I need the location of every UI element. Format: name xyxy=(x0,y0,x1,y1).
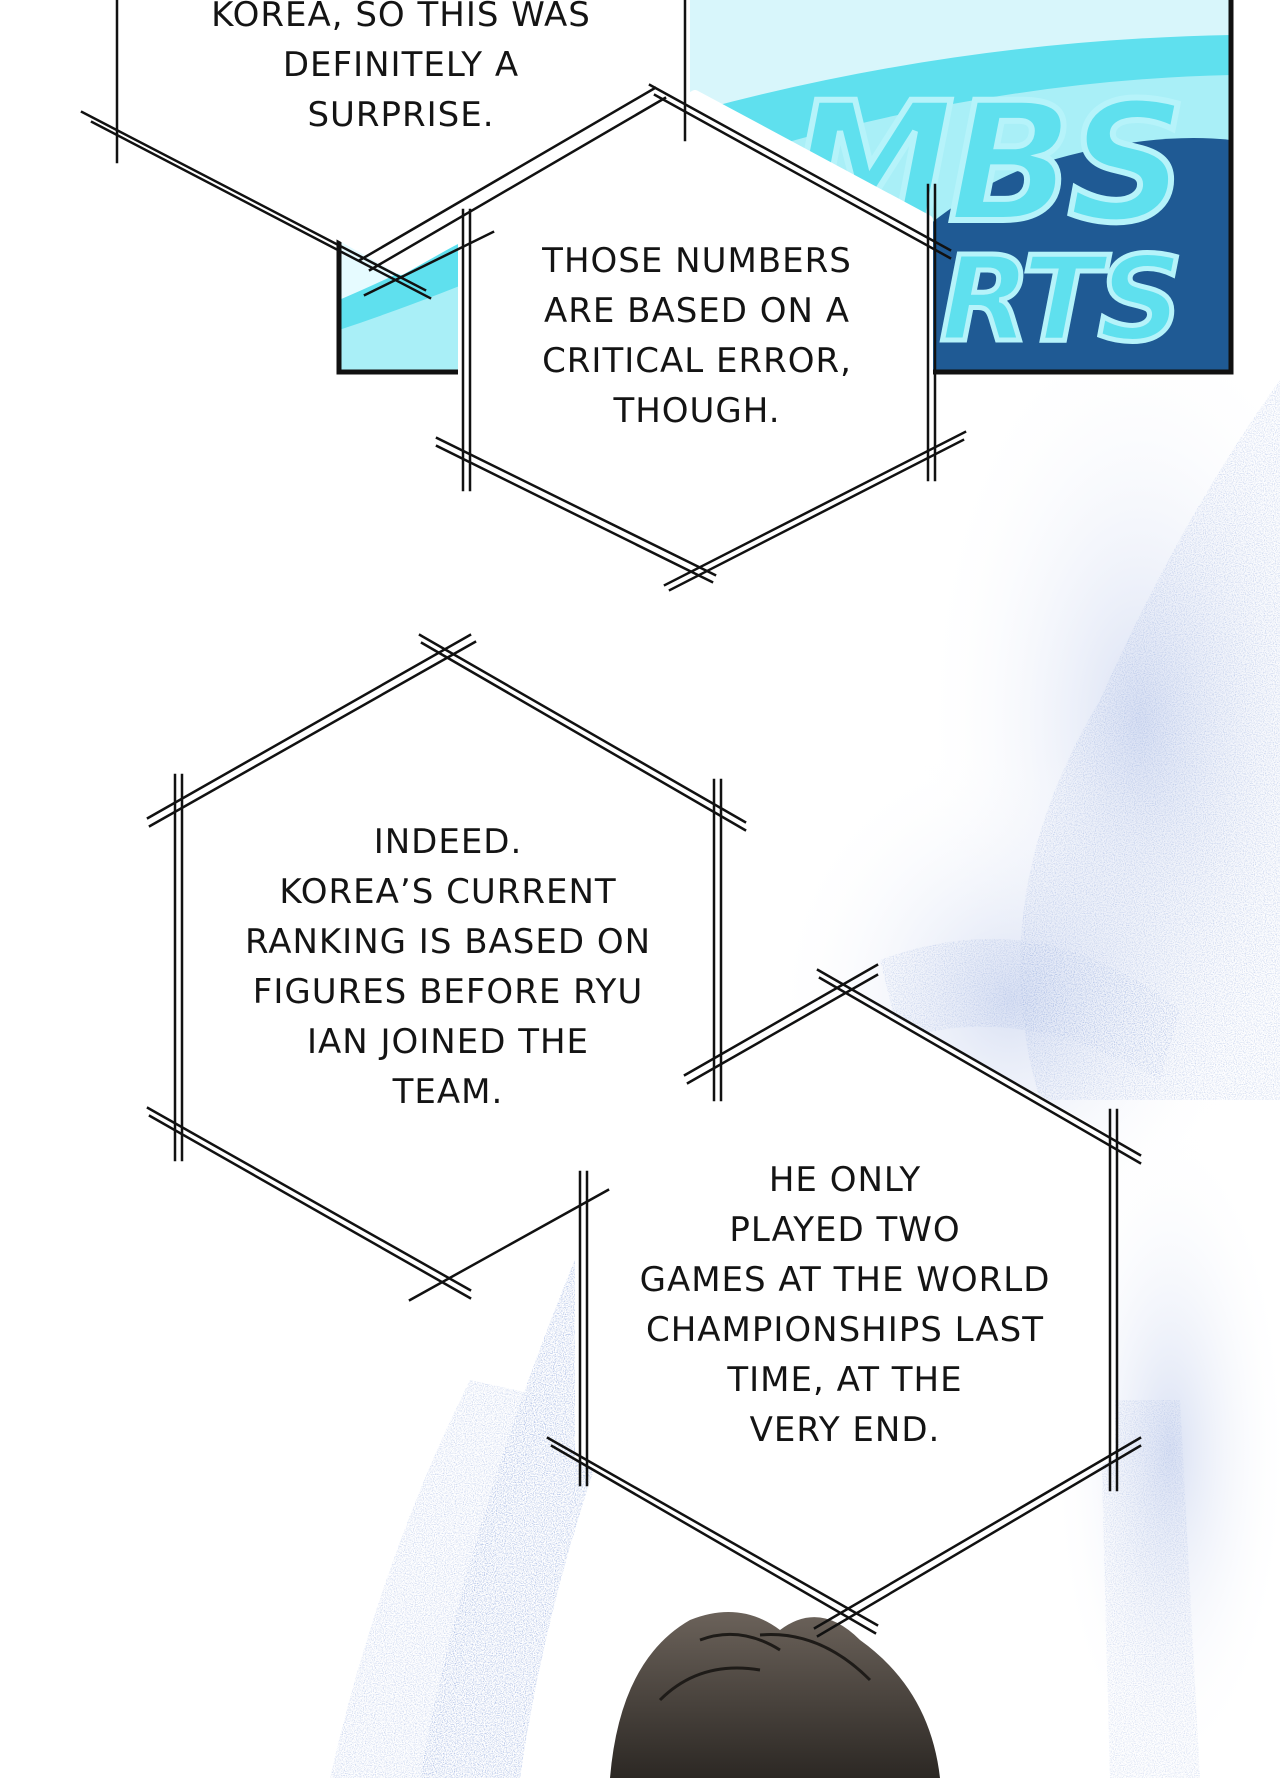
bubble-text-4: HE ONLY PLAYED TWO GAMES AT THE WORLD CH… xyxy=(639,1160,1051,1450)
bubble-frame-4 xyxy=(546,963,1142,1638)
logo-line2: RTS xyxy=(940,230,1179,368)
bubble-text-3: INDEED. KOREA’S CURRENT RANKING IS BASED… xyxy=(244,822,652,1112)
spray-texture xyxy=(330,380,1280,1778)
bubble-text-2: THOSE NUMBERS ARE BASED ON A CRITICAL ER… xyxy=(542,241,852,431)
bubble-frame-2 xyxy=(363,83,967,592)
bubble-frame-1 xyxy=(80,0,687,300)
bubble-frame-3 xyxy=(146,633,747,1302)
character-hair xyxy=(610,1612,940,1778)
bubble-text-1: KOREA, SO THIS WAS DEFINITELY A SURPRISE… xyxy=(211,0,591,135)
